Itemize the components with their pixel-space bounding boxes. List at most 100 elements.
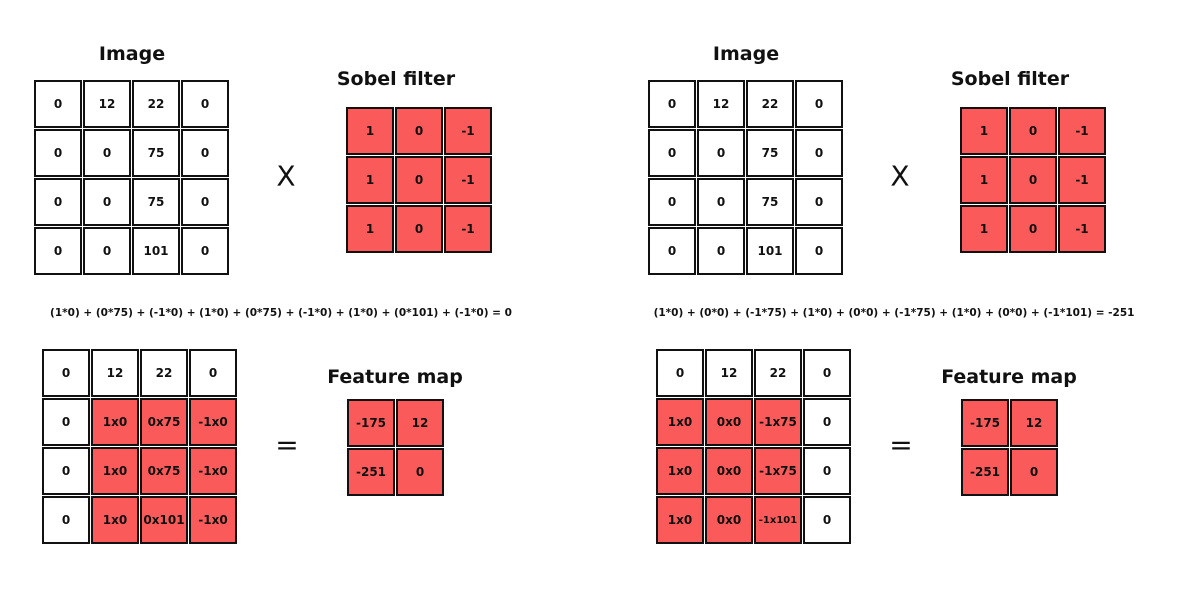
overlay-matrix-cell: 0 <box>803 349 851 397</box>
overlay-matrix-cell: -1x0 <box>189 447 237 495</box>
sobel-filter-matrix-cell: -1 <box>444 107 492 155</box>
image-matrix-cell: 0 <box>34 80 82 128</box>
filter-title: Sobel filter <box>336 68 456 90</box>
image-matrix-cell: 12 <box>83 80 131 128</box>
image-matrix-cell: 0 <box>181 227 229 275</box>
sobel-filter-matrix-cell: -1 <box>1058 156 1106 204</box>
feature-map-title: Feature map <box>941 366 1077 388</box>
overlay-matrix-cell: 1x0 <box>656 398 704 446</box>
sobel-filter-matrix-cell: -1 <box>1058 107 1106 155</box>
overlay-matrix-cell: 1x0 <box>656 496 704 544</box>
multiply-symbol: X <box>890 159 910 193</box>
sobel-filter-matrix-cell: -1 <box>1058 205 1106 253</box>
feature-map-matrix-cell: 12 <box>396 399 444 447</box>
image-matrix-cell: 0 <box>83 227 131 275</box>
image-matrix-cell: 75 <box>132 129 180 177</box>
overlay-matrix-cell: 0 <box>656 349 704 397</box>
overlay-matrix-cell: 1x0 <box>91 398 139 446</box>
overlay-matrix-cell: 0 <box>803 447 851 495</box>
equation: (1*0) + (0*0) + (-1*75) + (1*0) + (0*0) … <box>653 307 1135 319</box>
image-matrix-cell: 0 <box>34 129 82 177</box>
image-matrix-cell: 101 <box>746 227 794 275</box>
feature-map-matrix-cell: -251 <box>961 448 1009 496</box>
overlay-matrix-cell: -1x101 <box>754 496 802 544</box>
feature-map-matrix-cell: -175 <box>961 399 1009 447</box>
feature-map-matrix-cell: -251 <box>347 448 395 496</box>
overlay-matrix-cell: -1x75 <box>754 447 802 495</box>
overlay-matrix-cell: 0 <box>189 349 237 397</box>
image-matrix-cell: 22 <box>132 80 180 128</box>
filter-title: Sobel filter <box>950 68 1070 90</box>
overlay-matrix-cell: -1x0 <box>189 398 237 446</box>
overlay-matrix-cell: 0x75 <box>140 398 188 446</box>
sobel-filter-matrix-cell: 0 <box>1009 156 1057 204</box>
image-matrix-cell: 22 <box>746 80 794 128</box>
image-matrix-cell: 0 <box>697 227 745 275</box>
overlay-matrix-cell: 22 <box>140 349 188 397</box>
sobel-filter-matrix-cell: -1 <box>444 156 492 204</box>
image-title: Image <box>712 43 780 65</box>
overlay-matrix-cell: 0 <box>42 496 90 544</box>
overlay-matrix-cell: 0x75 <box>140 447 188 495</box>
feature-map-matrix-cell: 0 <box>1010 448 1058 496</box>
overlay-matrix-cell: 0x0 <box>705 398 753 446</box>
image-matrix-cell: 75 <box>746 178 794 226</box>
image-matrix-cell: 0 <box>181 129 229 177</box>
image-matrix-cell: 0 <box>795 227 843 275</box>
image-matrix-cell: 0 <box>34 178 82 226</box>
sobel-filter-matrix-cell: 1 <box>346 205 394 253</box>
image-matrix-cell: 0 <box>795 80 843 128</box>
overlay-matrix-cell: 0x0 <box>705 447 753 495</box>
sobel-filter-matrix-cell: 0 <box>1009 205 1057 253</box>
image-matrix-cell: 0 <box>648 227 696 275</box>
overlay-matrix-cell: 12 <box>91 349 139 397</box>
overlay-matrix-cell: 22 <box>754 349 802 397</box>
image-matrix-cell: 0 <box>83 129 131 177</box>
overlay-matrix-cell: 12 <box>705 349 753 397</box>
equals-symbol: = <box>889 428 913 462</box>
image-matrix-cell: 75 <box>132 178 180 226</box>
sobel-filter-matrix-cell: 0 <box>395 107 443 155</box>
sobel-filter-matrix-cell: 0 <box>1009 107 1057 155</box>
overlay-matrix-cell: 1x0 <box>91 447 139 495</box>
image-matrix-cell: 101 <box>132 227 180 275</box>
image-matrix-cell: 0 <box>34 227 82 275</box>
multiply-symbol: X <box>276 159 296 193</box>
sobel-filter-matrix-cell: 1 <box>346 107 394 155</box>
sobel-filter-matrix-cell: 0 <box>395 156 443 204</box>
image-matrix-cell: 0 <box>795 129 843 177</box>
image-matrix-cell: 0 <box>83 178 131 226</box>
image-matrix-cell: 0 <box>697 129 745 177</box>
feature-map-matrix-cell: 0 <box>396 448 444 496</box>
sobel-filter-matrix-cell: 1 <box>960 156 1008 204</box>
image-matrix-cell: 75 <box>746 129 794 177</box>
overlay-matrix-cell: 0 <box>42 349 90 397</box>
image-matrix-cell: 0 <box>648 178 696 226</box>
overlay-matrix-cell: 1x0 <box>656 447 704 495</box>
sobel-filter-matrix-cell: 1 <box>960 205 1008 253</box>
overlay-matrix-cell: 0 <box>803 398 851 446</box>
feature-map-matrix-cell: -175 <box>347 399 395 447</box>
overlay-matrix-cell: -1x75 <box>754 398 802 446</box>
image-matrix-cell: 0 <box>648 80 696 128</box>
feature-map-title: Feature map <box>327 366 463 388</box>
image-matrix-cell: 12 <box>697 80 745 128</box>
image-matrix-cell: 0 <box>648 129 696 177</box>
overlay-matrix-cell: 0 <box>803 496 851 544</box>
overlay-matrix-cell: -1x0 <box>189 496 237 544</box>
overlay-matrix-cell: 0 <box>42 447 90 495</box>
image-title: Image <box>98 43 166 65</box>
equals-symbol: = <box>275 428 299 462</box>
image-matrix-cell: 0 <box>795 178 843 226</box>
